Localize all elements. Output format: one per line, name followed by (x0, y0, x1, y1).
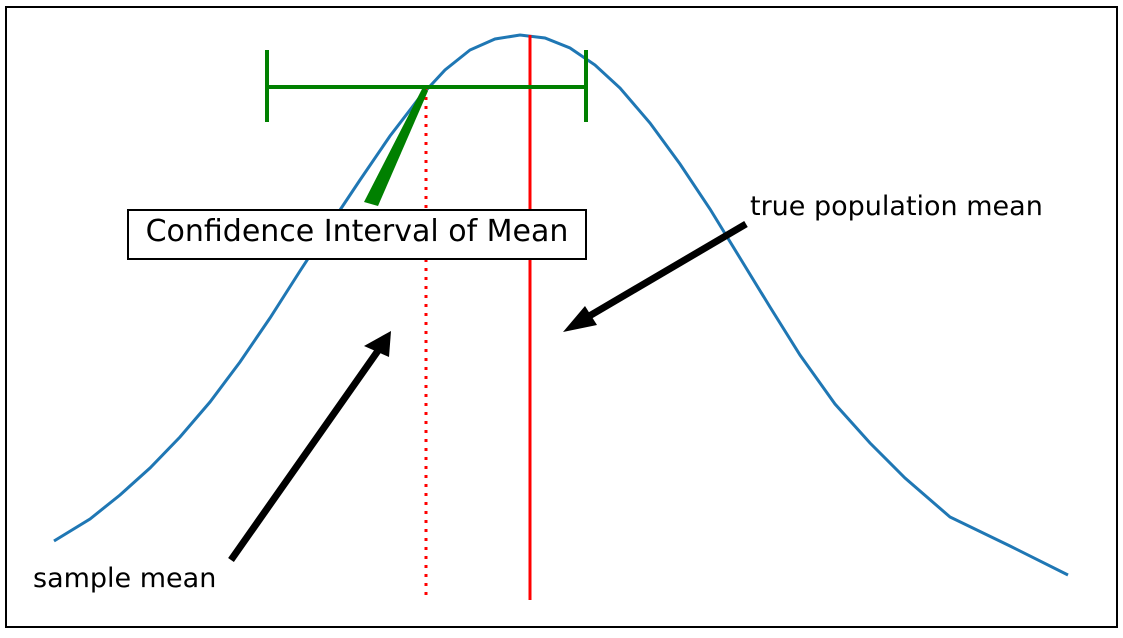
sample-mean-label: sample mean (33, 563, 216, 594)
true-mean-arrowhead (563, 306, 597, 332)
sample-mean-arrowhead (364, 331, 391, 357)
sample-mean-arrow (228, 342, 385, 563)
interval-pointer-wedge (364, 87, 428, 206)
frame-border (5, 6, 1118, 628)
true-mean-label: true population mean (750, 191, 1043, 222)
confidence-interval-bar (265, 50, 588, 122)
distribution-curve (53, 33, 1069, 577)
interval-label: Confidence Interval of Mean (146, 214, 569, 249)
true-mean-arrow (572, 220, 748, 329)
interval-label-box (127, 209, 587, 260)
